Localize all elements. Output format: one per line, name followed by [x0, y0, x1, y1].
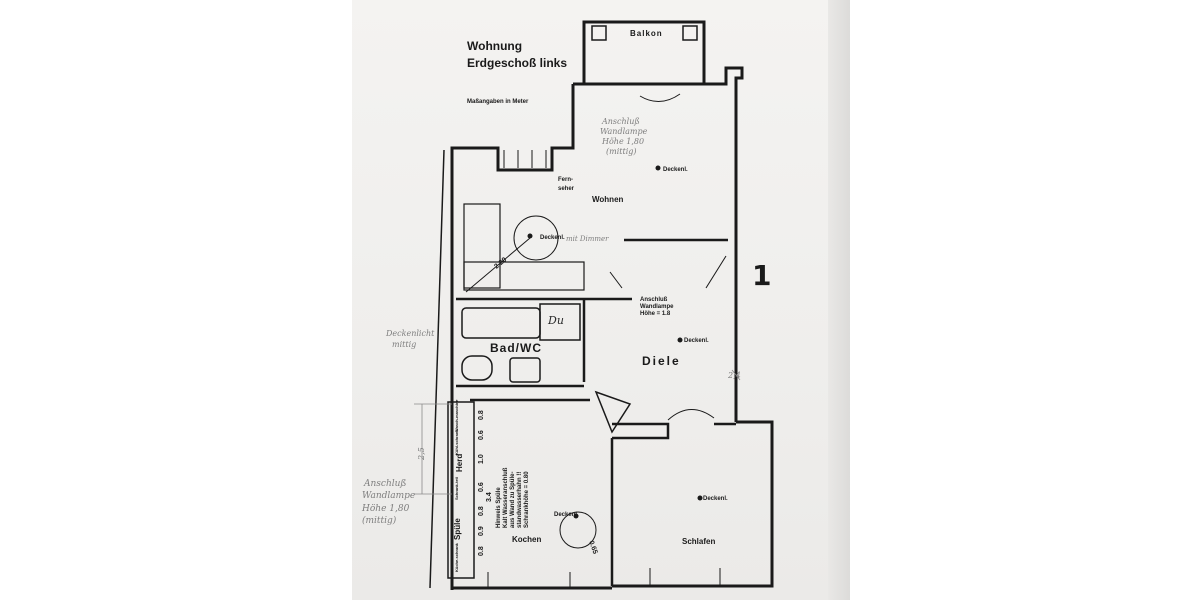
door-kochen: [594, 390, 632, 434]
pencil-note-left-2: Wandlampe: [362, 491, 416, 501]
kitchen-note-5: Schrankhöhe = 0.80: [524, 471, 530, 528]
ceiling-light-dot-sofa: [527, 233, 533, 239]
room-label-bad-wc: Bad/WC: [490, 341, 542, 355]
kitchen-dim-5: 3.4: [486, 492, 493, 502]
kitchen-dim-3: 1.0: [478, 454, 485, 464]
toilet: [461, 355, 493, 381]
sofa-front: [463, 261, 585, 291]
balkon-planter-left: [591, 25, 607, 41]
deckenl-label-kochen: Deckenl.: [554, 512, 579, 518]
diagonal-dimension-line: [465, 237, 531, 293]
door-line-diele: [705, 255, 727, 289]
kitchen-dim-8: 0.8: [478, 546, 485, 556]
kitchen-note-1: Hinweis Spüle: [496, 487, 502, 528]
ceiling-light-circle-wohnen: [513, 215, 559, 261]
label-fernseher-1: Fern-: [558, 177, 573, 183]
label-herd: Herd: [455, 453, 464, 472]
door-line-wohnen: [609, 271, 623, 289]
pencil-dim-left: 2,5: [417, 447, 426, 460]
room-label-wohnen: Wohnen: [592, 195, 624, 204]
pencil-dim-diele: 2,4: [728, 371, 741, 380]
schlafen-wall: [612, 420, 774, 588]
kitchen-dim-1: 0.8: [478, 410, 485, 420]
kitchen-dim-4: 0.6: [478, 482, 485, 492]
apartment-number: 1: [752, 259, 772, 292]
balkon-planter-right: [682, 25, 698, 41]
outer-side-line: [429, 149, 445, 589]
room-label-du: Du: [548, 314, 564, 327]
pencil-note-left-4: (mittig): [362, 516, 397, 526]
pencil-note-wohnen-3: Höhe 1,80: [602, 137, 645, 146]
kitchen-note-3: aus Wand zu Spüle-: [510, 471, 516, 528]
kitchen-dim-7: 0.9: [478, 526, 485, 536]
kitchen-small-label-4: Küche-schrank: [454, 543, 459, 572]
deckenl-label-wohnen: Deckenl.: [663, 167, 688, 173]
kitchen-dim-6: 0.8: [478, 506, 485, 516]
room-label-diele: Diele: [642, 354, 681, 368]
wall-schlafen-top: [612, 422, 670, 440]
balkon-outline: [582, 20, 706, 86]
sofa-side: [463, 203, 501, 289]
deckenl-label-sofa: Deckenl.: [540, 235, 565, 241]
anschluss-label-1: Anschluß: [640, 297, 668, 303]
ceiling-light-dot-wohnen: [655, 165, 661, 171]
washbasin: [509, 357, 541, 383]
room-label-schlafen: Schlafen: [682, 537, 716, 546]
anschluss-label-3: Höhe = 1.8: [640, 311, 671, 317]
kitchen-small-label-1: Wasch-maschine: [454, 399, 459, 432]
bathtub: [461, 307, 541, 339]
unit-note: Maßangaben in Meter: [467, 99, 529, 105]
pencil-note-bad-1: Deckenlicht: [386, 329, 435, 338]
deckenl-label-schlafen: Deckenl.: [703, 496, 728, 502]
pencil-note-wohnen-2: Wandlampe: [600, 127, 648, 136]
pencil-note-wohnen-4: (mittig): [606, 147, 637, 156]
ceiling-light-dot-schlafen: [697, 495, 703, 501]
shower: [539, 303, 581, 341]
plan-title-line2: Erdgeschoß links: [467, 56, 568, 70]
deckenl-label-diele: Deckenl.: [684, 338, 709, 344]
ceiling-light-circle-kochen: [559, 511, 597, 549]
kitchen-small-label-2: Kühl-schrank: [454, 429, 459, 455]
kitchen-small-label-3: Schrank-teil: [454, 477, 459, 500]
kitchen-note-2: Kalt Wasseranschluß: [503, 467, 509, 528]
ceiling-light-dot-diele: [677, 337, 683, 343]
pencil-note-bad-2: mittig: [392, 340, 417, 349]
pencil-note-wohnen-1: Anschluß: [602, 117, 640, 126]
pencil-note-left-3: Höhe 1,80: [362, 504, 410, 514]
anschluss-label-2: Wandlampe: [640, 304, 674, 310]
door-arc-balkon: [639, 93, 681, 102]
outer-wall-right: [680, 66, 744, 422]
pencil-note-left-1: Anschluß: [364, 479, 407, 489]
room-label-kochen: Kochen: [512, 535, 542, 544]
paper-shadow-right: [828, 0, 850, 600]
pencil-note-dimmer: mit Dimmer: [566, 235, 609, 243]
ceiling-light-dot-kochen: [573, 513, 579, 519]
room-label-balkon: Balkon: [630, 29, 663, 38]
outer-wall-left: [450, 84, 575, 590]
kitchen-dim-2: 0.6: [478, 430, 485, 440]
kitchen-note-4: standwasserhahn !!: [517, 471, 523, 528]
pencil-mark-diele: [731, 369, 741, 381]
label-spuele: Spüle: [453, 518, 462, 540]
plan-title-line1: Wohnung: [467, 39, 523, 53]
label-fernseher-2: seher: [558, 186, 575, 192]
door-arc-schlafen: [667, 409, 715, 421]
